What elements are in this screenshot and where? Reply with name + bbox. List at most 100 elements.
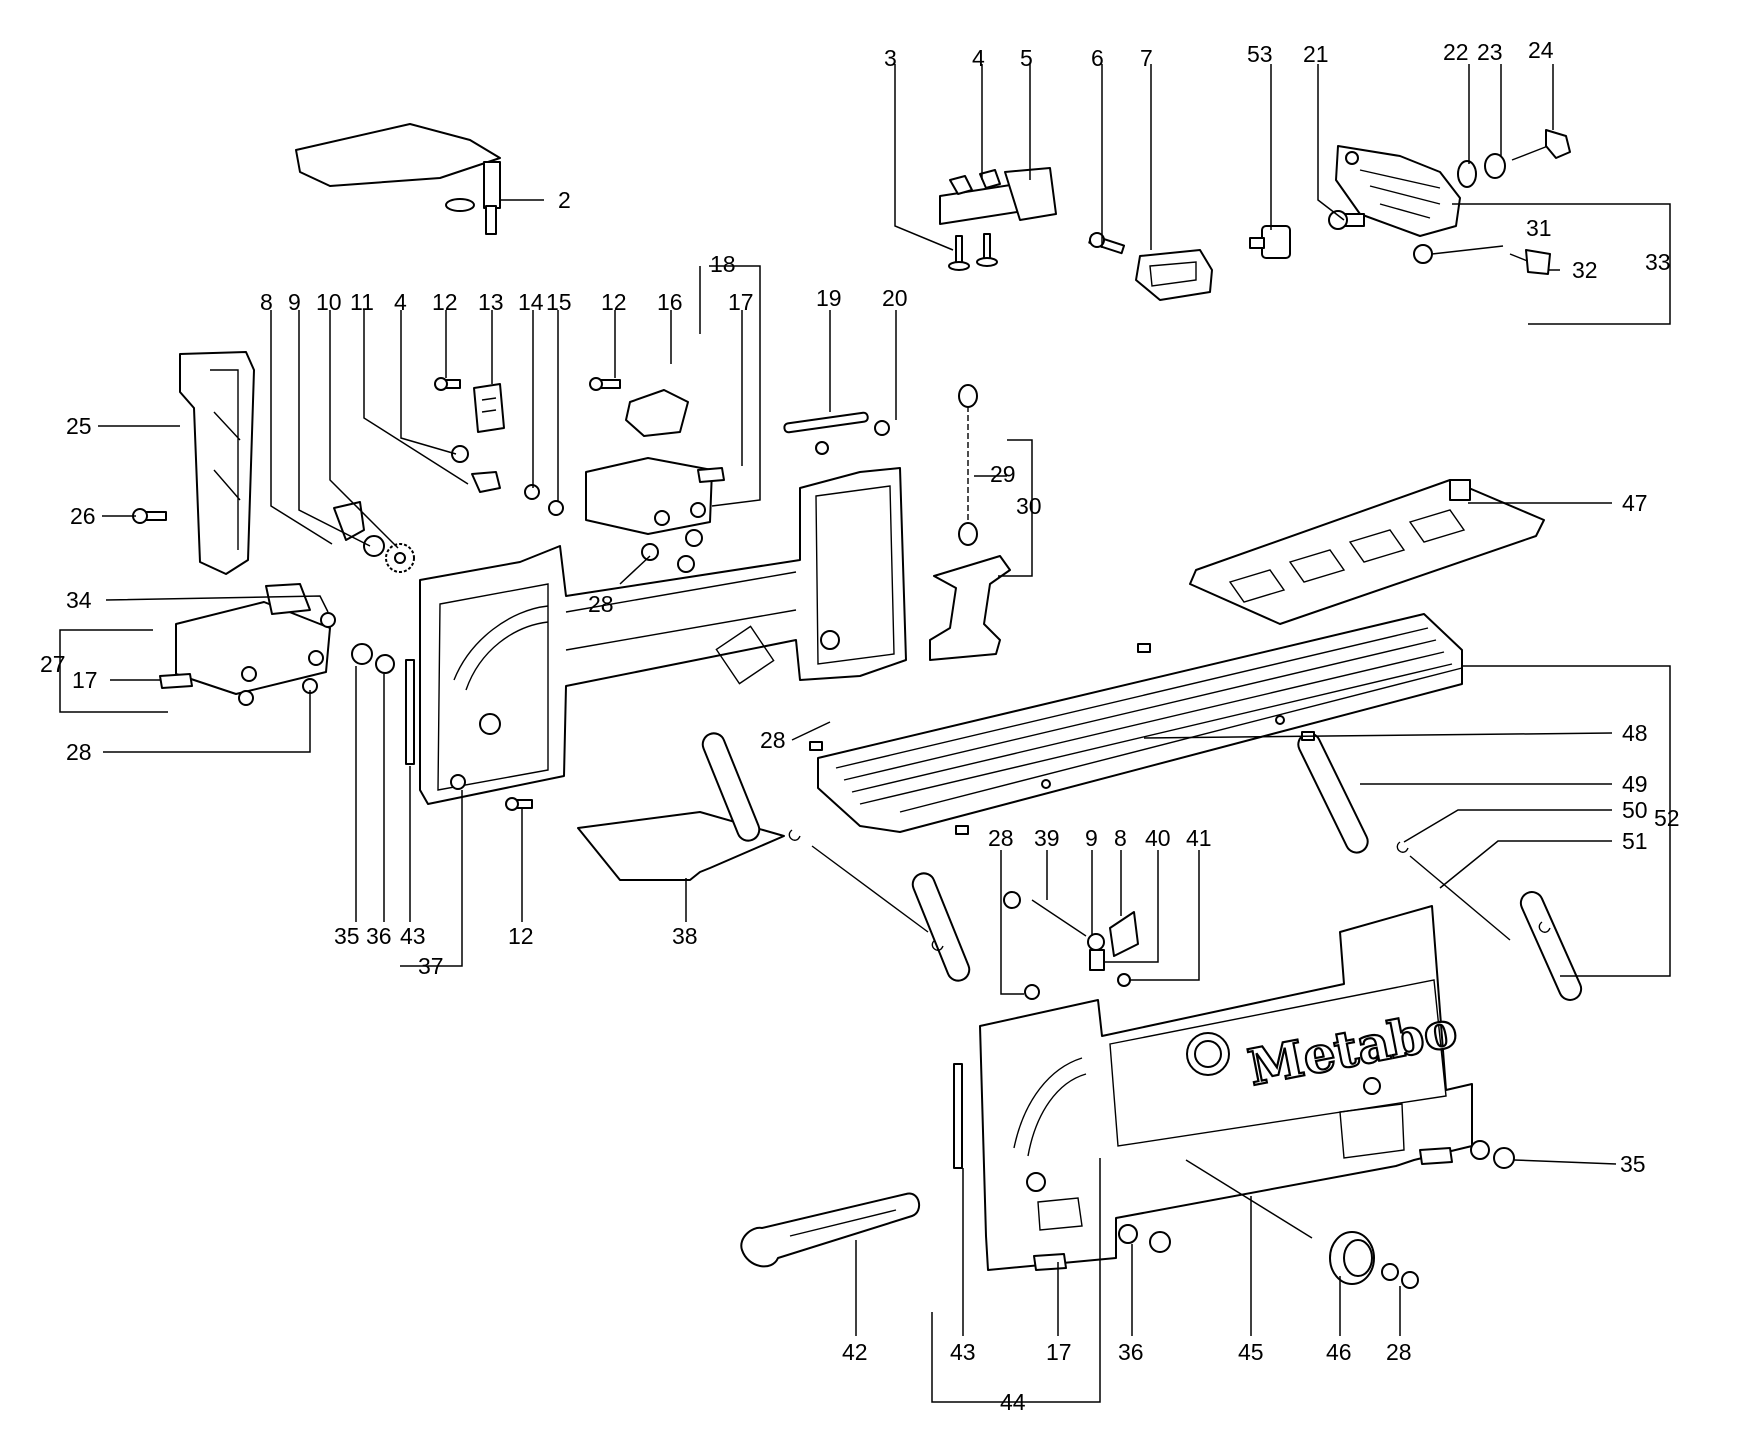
part-39-bolt (1003, 891, 1087, 937)
callout-35b: 35 (1620, 1151, 1646, 1177)
callout-44: 44 (1000, 1389, 1026, 1415)
part-30-clamp (929, 555, 1011, 661)
part-43a-scale (405, 659, 415, 765)
callout-8b: 8 (1114, 825, 1127, 851)
part-4b-nut (451, 445, 469, 463)
callout-28b: 28 (66, 739, 92, 765)
callout-39: 39 (1034, 825, 1060, 851)
part-2-top-plate (295, 123, 501, 235)
callout-21: 21 (1303, 41, 1329, 67)
callout-28e: 28 (1386, 1339, 1412, 1365)
callout-29: 29 (990, 461, 1016, 487)
callout-14: 14 (518, 289, 544, 315)
part-35b-36b-nuts (1118, 1140, 1515, 1253)
callout-25: 25 (66, 413, 92, 439)
part-14-washer (524, 484, 540, 500)
part-31-nut (1413, 244, 1433, 264)
part-49-links (701, 732, 1583, 1001)
callout-43b: 43 (950, 1339, 976, 1365)
part-46-handwheel (1329, 1231, 1375, 1285)
part-41-screw (1117, 973, 1131, 987)
callout-33: 33 (1645, 249, 1671, 275)
part-18-housing (585, 457, 713, 535)
part-8b-cam (1109, 911, 1139, 957)
part-35-36-nuts (351, 643, 395, 674)
part-25-upright (179, 351, 255, 575)
part-8-cam (333, 501, 365, 541)
callout-26: 26 (70, 503, 96, 529)
callout-27: 27 (40, 651, 66, 677)
part-12a-screw (434, 377, 461, 391)
callout-17: 17 (728, 289, 754, 315)
part-43b-scale (953, 1063, 963, 1169)
callout-43: 43 (400, 923, 426, 949)
callout-5: 5 (1020, 45, 1033, 71)
part-32-knob (1509, 249, 1551, 275)
callout-46: 46 (1326, 1339, 1352, 1365)
callout-4b: 4 (394, 289, 407, 315)
callout-6: 6 (1091, 45, 1104, 71)
part-45-rod (1185, 1159, 1313, 1239)
callout-40: 40 (1145, 825, 1171, 851)
part-23-nut (1484, 153, 1506, 179)
part-5-block (939, 167, 1057, 271)
part-10-gear (385, 543, 415, 573)
part-37-frame (419, 467, 907, 805)
callout-12c: 12 (508, 923, 534, 949)
part-42-wrench (740, 1192, 921, 1268)
part-6-screw (1088, 232, 1126, 255)
part-20-screw (815, 420, 890, 455)
part-22-washer (1457, 160, 1477, 188)
part-7-bracket (1135, 249, 1213, 301)
callout-28d: 28 (988, 825, 1014, 851)
callout-53: 53 (1247, 41, 1273, 67)
part-53-nut (1249, 225, 1291, 259)
callout-31: 31 (1526, 215, 1552, 241)
part-44-frame (979, 905, 1473, 1271)
callout-18: 18 (710, 251, 736, 277)
callout-37: 37 (418, 953, 444, 979)
callout-50: 50 (1622, 797, 1648, 823)
part-29-chain (958, 384, 978, 546)
part-17a-plate (697, 467, 725, 483)
callout-16: 16 (657, 289, 683, 315)
callout-3: 3 (884, 45, 897, 71)
callout-9: 9 (288, 289, 301, 315)
part-28e-nuts (1381, 1263, 1419, 1289)
callout-13: 13 (478, 289, 504, 315)
callout-24: 24 (1528, 37, 1554, 63)
callout-20: 20 (882, 285, 908, 311)
callout-45: 45 (1238, 1339, 1264, 1365)
part-16-block (625, 389, 689, 437)
callout-9b: 9 (1085, 825, 1098, 851)
part-26-screw (132, 508, 167, 524)
part-34-nut (320, 612, 336, 628)
part-21-screw (1328, 210, 1365, 230)
part-19-rod (783, 411, 869, 434)
part-9b-washer (1087, 933, 1105, 951)
part-33-bracket (1335, 145, 1461, 237)
part-27-box (175, 583, 331, 695)
part-9-washer (363, 535, 385, 557)
callout-36: 36 (366, 923, 392, 949)
callout-49: 49 (1622, 771, 1648, 797)
part-11-clip (471, 471, 501, 493)
callout-17b: 17 (72, 667, 98, 693)
callout-47: 47 (1622, 490, 1648, 516)
part-38-sheet (577, 811, 785, 881)
callout-23: 23 (1477, 39, 1503, 65)
part-15-screw (548, 500, 564, 516)
leader-lines (59, 64, 1671, 1403)
callout-15: 15 (546, 289, 572, 315)
part-28b-nuts (238, 678, 318, 706)
callout-17c: 17 (1046, 1339, 1072, 1365)
part-24-wing-bolt (1511, 129, 1571, 161)
callout-labels: 2 3 4 5 6 7 53 21 22 23 24 31 32 33 8 9 … (40, 37, 1680, 1415)
part-40-clip (1089, 949, 1105, 971)
callout-41: 41 (1186, 825, 1212, 851)
callout-22: 22 (1443, 39, 1469, 65)
callout-7: 7 (1140, 45, 1153, 71)
callout-48: 48 (1622, 720, 1648, 746)
callout-36b: 36 (1118, 1339, 1144, 1365)
